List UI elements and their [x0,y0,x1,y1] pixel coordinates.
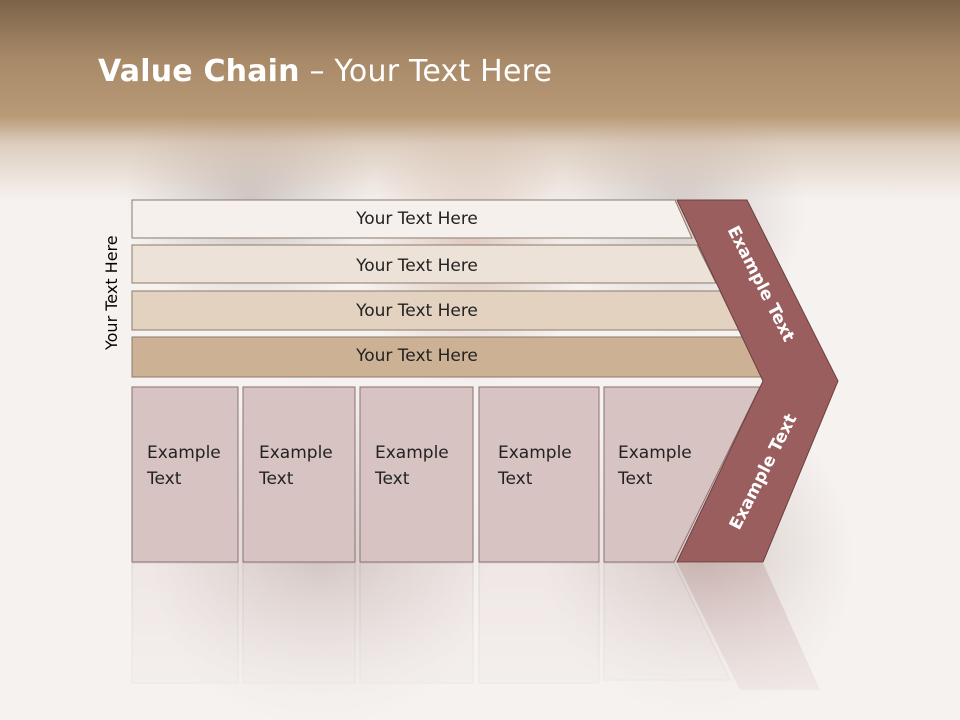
column-label-3-line1: Example [375,443,449,463]
row-label-4: Your Text Here [356,346,478,366]
column-label-2: Example Text [259,440,333,492]
column-label-1-line2: Text [147,469,182,489]
row-label-1: Your Text Here [356,209,478,229]
column-label-2-line2: Text [259,469,294,489]
title-bold: Value Chain [98,54,300,89]
row-bar-1 [131,199,693,239]
row-label-2: Your Text Here [356,256,478,276]
column-box-2 [242,386,356,563]
column-box-4 [478,386,600,563]
column-label-5-line2: Text [618,469,653,489]
row-label-3: Your Text Here [356,301,478,321]
reflection-fade [0,560,960,720]
column-label-3-line2: Text [375,469,410,489]
title-rest: – Your Text Here [299,54,553,89]
column-label-5: Example Text [618,440,692,492]
column-label-1-line1: Example [147,443,221,463]
column-box-1 [131,386,239,563]
column-label-1: Example Text [147,440,221,492]
header-band [0,0,960,200]
column-box-3 [359,386,474,563]
column-label-4: Example Text [498,440,572,492]
column-label-5-line1: Example [618,443,692,463]
column-label-2-line1: Example [259,443,333,463]
column-label-4-line2: Text [498,469,533,489]
column-label-4-line1: Example [498,443,572,463]
column-label-3: Example Text [375,440,449,492]
slide-title: Value Chain – Your Text Here [98,54,552,89]
